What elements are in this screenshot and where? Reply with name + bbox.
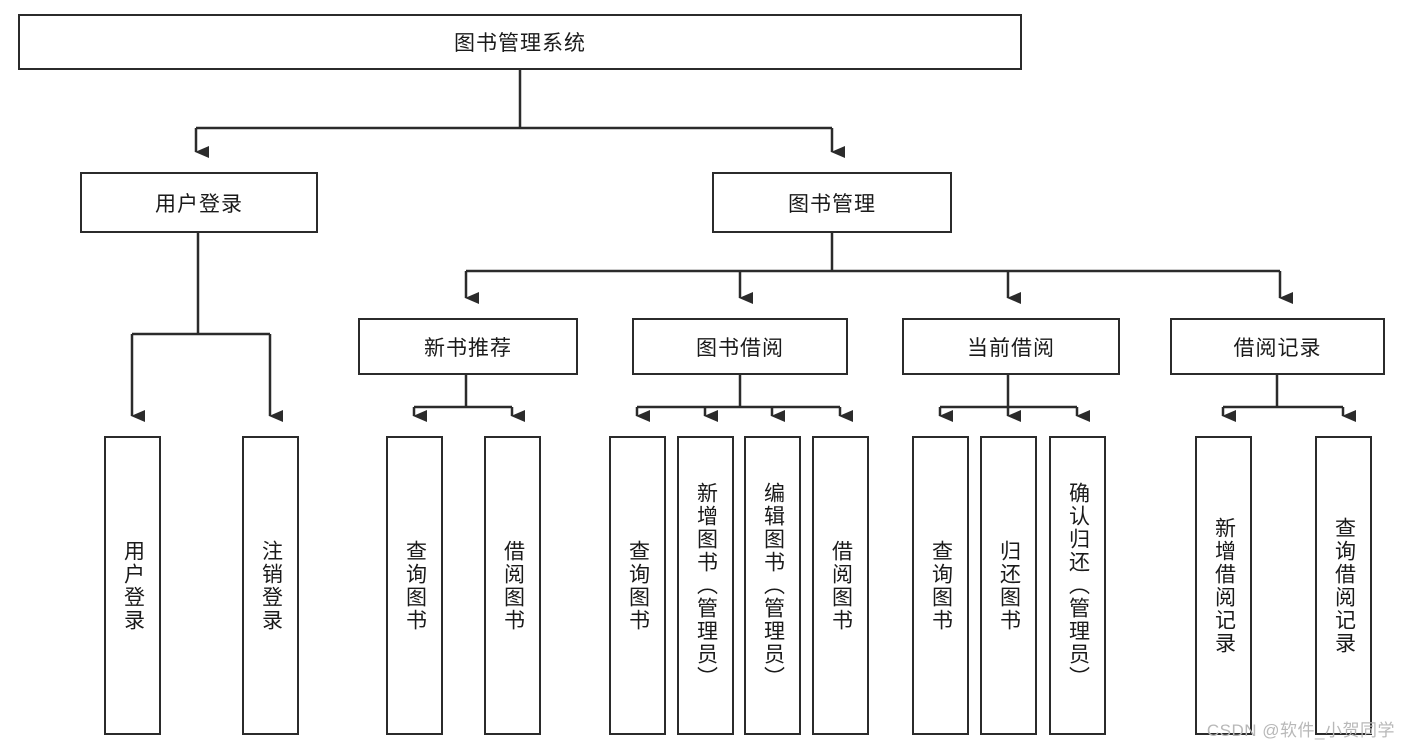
node-current-borrow[interactable]: 当前借阅 xyxy=(902,318,1120,375)
leaf-record-add-record[interactable]: 新增借阅记录 xyxy=(1195,436,1252,735)
node-label: 借阅记录 xyxy=(1233,336,1322,360)
node-label: 归还图书 xyxy=(997,539,1021,632)
leaf-current-query-book[interactable]: 查询图书 xyxy=(912,436,969,735)
node-new-book-recommend[interactable]: 新书推荐 xyxy=(358,318,578,375)
node-borrow-record[interactable]: 借阅记录 xyxy=(1170,318,1385,375)
node-user-login[interactable]: 用户登录 xyxy=(80,172,318,233)
node-label: 借阅图书 xyxy=(501,539,525,632)
leaf-borrow-borrow-book[interactable]: 借阅图书 xyxy=(812,436,869,735)
node-label: 图书管理 xyxy=(788,192,876,216)
node-label: 图书借阅 xyxy=(696,336,784,360)
node-label: 用户登录 xyxy=(155,192,243,216)
leaf-borrow-edit-book-admin[interactable]: 编辑图书（管理员） xyxy=(744,436,801,735)
leaf-borrow-add-book-admin[interactable]: 新增图书（管理员） xyxy=(677,436,734,735)
leaf-current-confirm-return-admin[interactable]: 确认归还（管理员） xyxy=(1049,436,1106,735)
node-label: 新增借阅记录 xyxy=(1212,516,1236,655)
leaf-current-return-book[interactable]: 归还图书 xyxy=(980,436,1037,735)
node-book-management[interactable]: 图书管理 xyxy=(712,172,952,233)
node-label: 注销登录 xyxy=(259,539,283,632)
node-label: 查询图书 xyxy=(626,539,650,632)
leaf-user-login-login[interactable]: 用户登录 xyxy=(104,436,161,735)
node-root-system[interactable]: 图书管理系统 xyxy=(18,14,1022,70)
node-label: 查询图书 xyxy=(403,539,427,632)
leaf-recommend-borrow-book[interactable]: 借阅图书 xyxy=(484,436,541,735)
node-label: 查询借阅记录 xyxy=(1332,516,1356,655)
node-label: 确认归还（管理员） xyxy=(1066,482,1090,689)
node-label: 图书管理系统 xyxy=(454,32,586,55)
node-label: 新书推荐 xyxy=(424,336,512,360)
leaf-recommend-query-book[interactable]: 查询图书 xyxy=(386,436,443,735)
node-label: 编辑图书（管理员） xyxy=(761,482,785,689)
node-book-borrow[interactable]: 图书借阅 xyxy=(632,318,848,375)
leaf-borrow-query-book[interactable]: 查询图书 xyxy=(609,436,666,735)
node-label: 借阅图书 xyxy=(829,539,853,632)
node-label: 当前借阅 xyxy=(967,336,1055,360)
node-label: 新增图书（管理员） xyxy=(694,482,718,689)
node-label: 用户登录 xyxy=(121,539,145,632)
leaf-user-login-logout[interactable]: 注销登录 xyxy=(242,436,299,735)
leaf-record-query-record[interactable]: 查询借阅记录 xyxy=(1315,436,1372,735)
node-label: 查询图书 xyxy=(929,539,953,632)
